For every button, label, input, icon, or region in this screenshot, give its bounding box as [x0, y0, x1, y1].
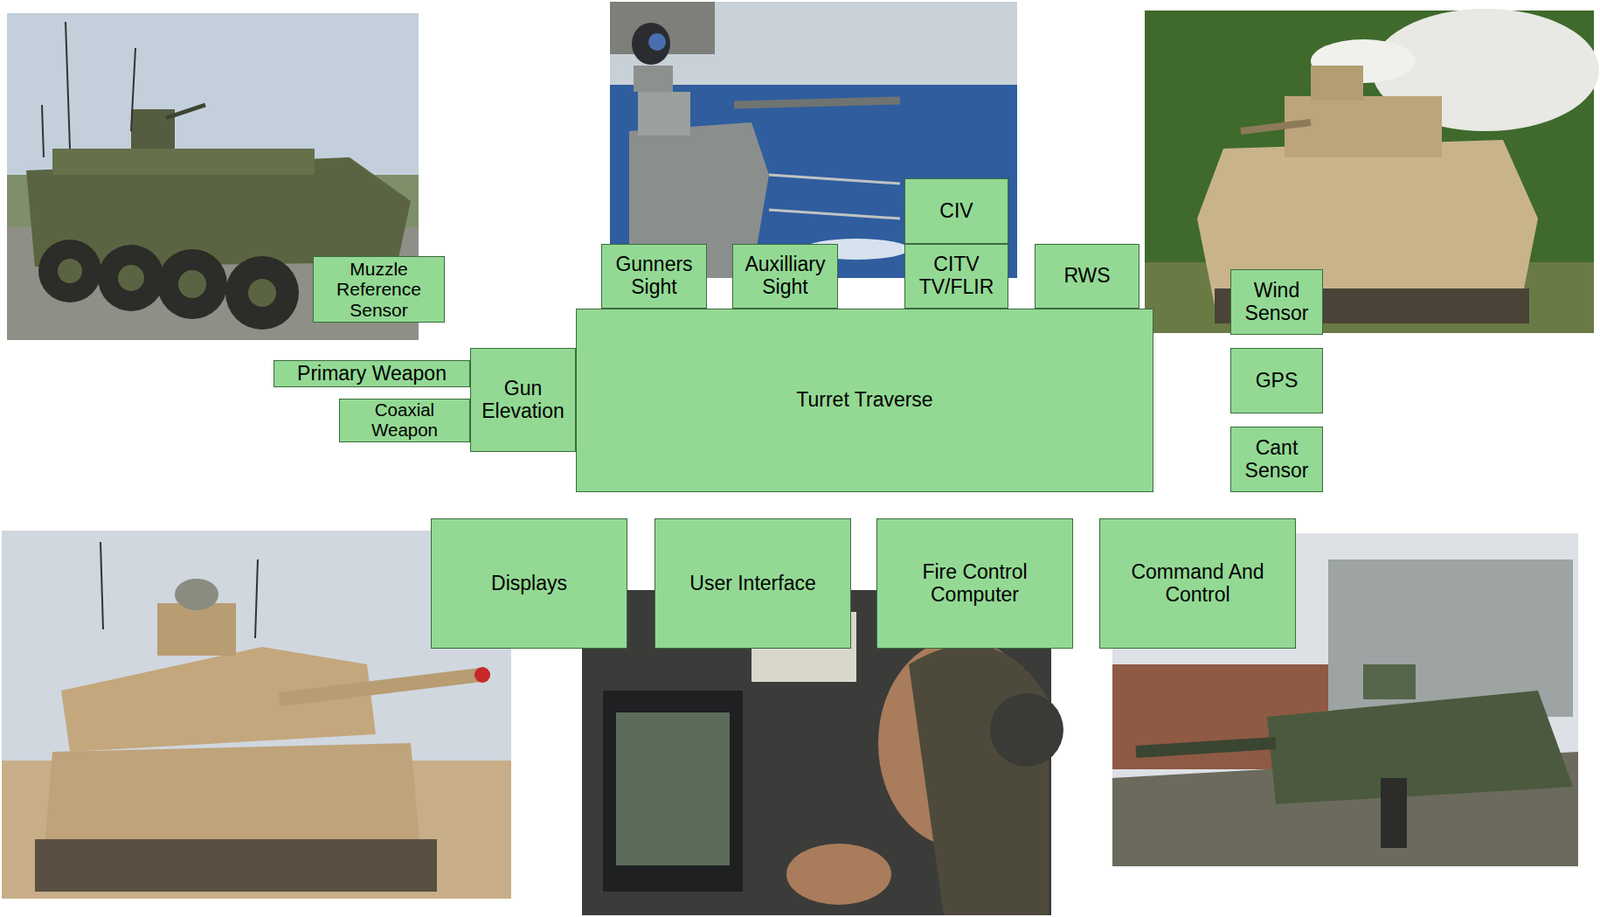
- naval-gun-photo: [609, 1, 1018, 278]
- sensor-box: Cant Sensor: [1230, 426, 1323, 492]
- box-label: Displays: [491, 572, 568, 596]
- box-label: Turret Traverse: [796, 388, 933, 412]
- component-box: Command And Control: [1099, 518, 1296, 649]
- box-label: Muzzle Reference Sensor: [317, 258, 441, 321]
- box-label: Primary Weapon: [297, 362, 447, 386]
- box-label: Coaxial Weapon: [343, 400, 466, 441]
- weapon-box: Primary Weapon: [273, 360, 471, 388]
- box-label: User Interface: [689, 572, 816, 596]
- sensor-box: Muzzle Reference Sensor: [312, 256, 445, 323]
- box-label: Fire Control Computer: [880, 561, 1069, 607]
- box-label: Cant Sensor: [1234, 436, 1319, 483]
- component-box: User Interface: [654, 518, 852, 649]
- box-label: Gunners Sight: [605, 253, 703, 299]
- box-label: Wind Sensor: [1234, 279, 1319, 326]
- box-label: Command And Control: [1103, 561, 1292, 607]
- box-label: CITV TV/FLIR: [908, 253, 1005, 299]
- drive-box: Gun Elevation: [470, 347, 576, 452]
- sight-box: CITV TV/FLIR: [904, 243, 1009, 309]
- box-label: Gun Elevation: [474, 377, 572, 423]
- sight-box: Gunners Sight: [601, 243, 707, 309]
- component-box: Fire Control Computer: [876, 518, 1074, 649]
- component-box: Displays: [430, 518, 628, 649]
- sight-box: CIV: [904, 178, 1009, 244]
- sensor-box: Wind Sensor: [1230, 269, 1323, 335]
- box-label: RWS: [1063, 264, 1110, 288]
- drive-box: Turret Traverse: [575, 308, 1154, 492]
- sensor-box: GPS: [1230, 347, 1323, 414]
- weapon-box: Coaxial Weapon: [339, 398, 471, 443]
- box-label: Auxilliary Sight: [736, 253, 834, 299]
- box-label: CIV: [939, 200, 973, 223]
- weapon-station-box: RWS: [1034, 243, 1140, 309]
- box-label: GPS: [1255, 369, 1299, 393]
- sight-box: Auxilliary Sight: [732, 243, 839, 309]
- bradley-photo: [1144, 8, 1600, 333]
